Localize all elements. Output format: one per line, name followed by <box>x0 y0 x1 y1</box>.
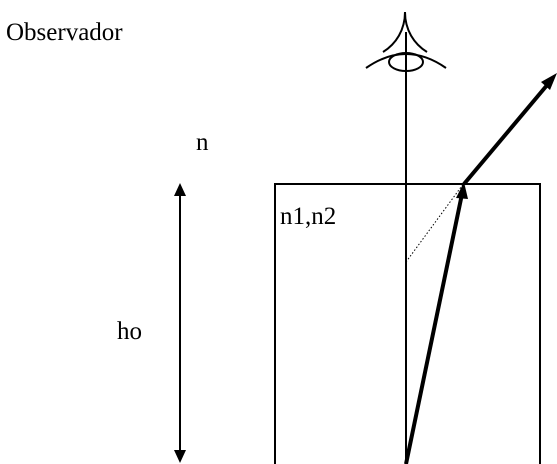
medium-block <box>274 183 541 464</box>
observer-label: Observador <box>6 19 123 46</box>
inner-media-label: n1,n2 <box>280 203 336 230</box>
height-arrow-bottom-icon <box>174 450 186 463</box>
virtual-ray <box>405 182 465 263</box>
height-arrow-top-icon <box>174 183 186 196</box>
incident-ray-arrowhead-icon <box>456 182 468 199</box>
refracted-ray-arrowhead-icon <box>541 73 557 90</box>
outer-medium-label: n <box>196 129 209 156</box>
height-label: ho <box>117 318 142 345</box>
incident-ray <box>404 193 464 464</box>
refracted-ray <box>462 82 550 186</box>
